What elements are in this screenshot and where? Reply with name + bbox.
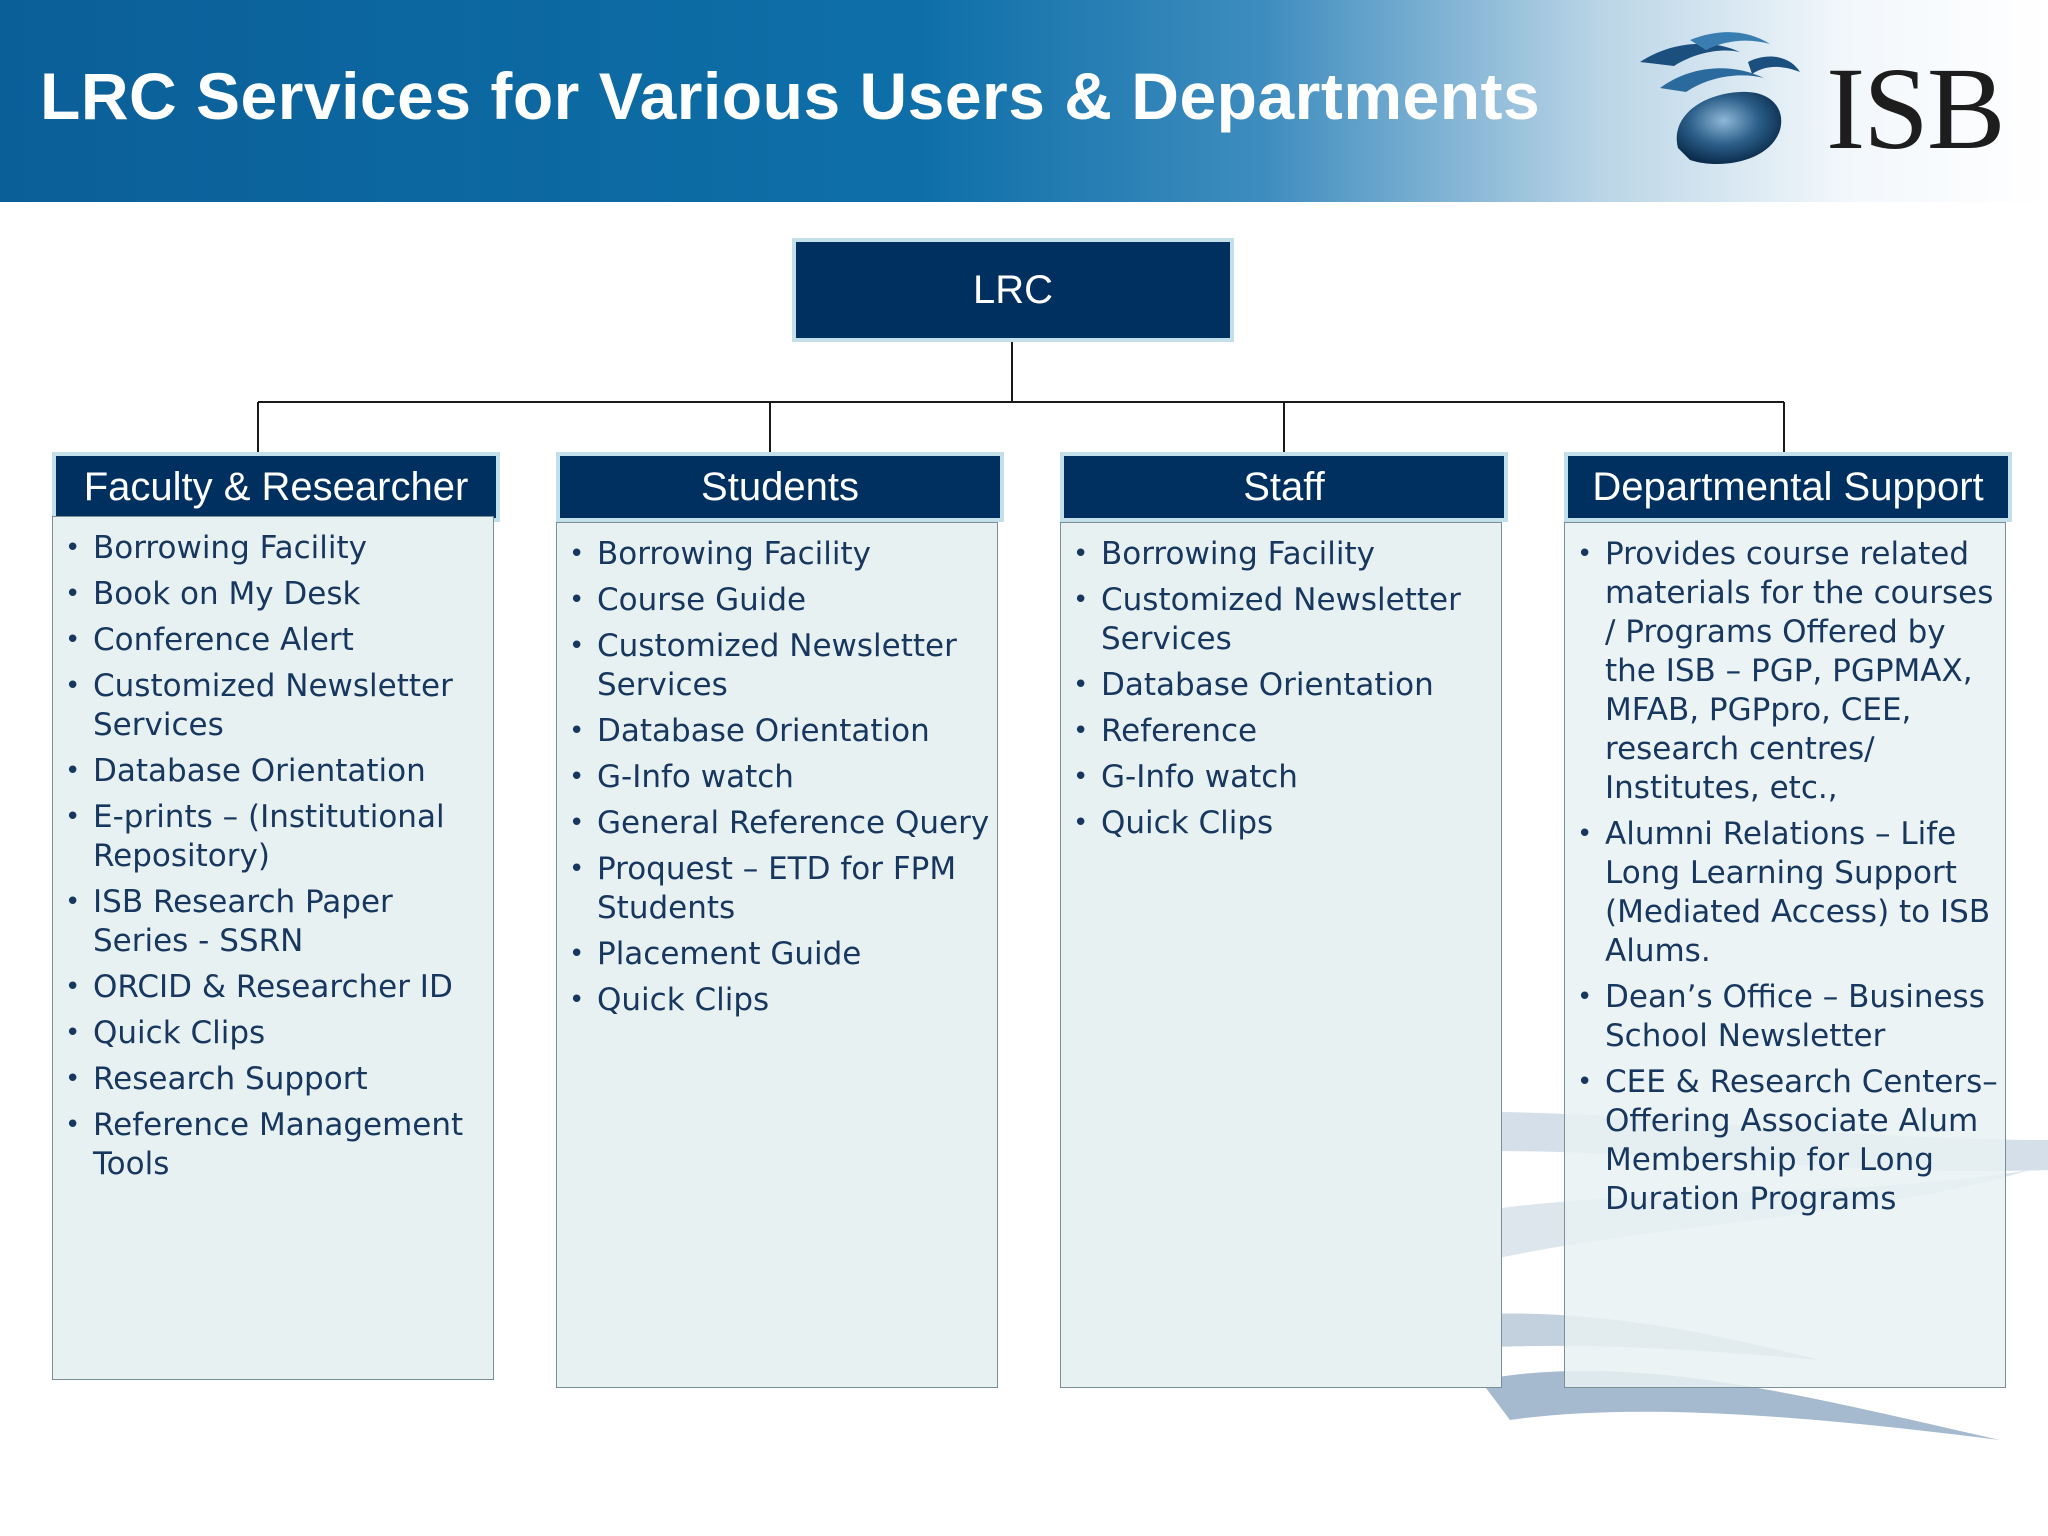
column-panel: •Borrowing Facility •Customized Newslett… — [1060, 522, 1502, 1388]
list-item: •Book on My Desk — [65, 576, 361, 612]
list-item: •Quick Clips — [1073, 805, 1274, 841]
list-item: •Quick Clips — [65, 1015, 266, 1051]
list-item: •Course Guide — [569, 582, 807, 618]
list-item: •Customized Newsletter Services — [65, 668, 453, 743]
list-item: •E-prints – (Institutional Repository) — [65, 799, 445, 874]
column-staff: Staff •Borrowing Facility •Customized Ne… — [1060, 452, 1508, 1388]
list-item: •ORCID & Researcher ID — [65, 969, 453, 1005]
column-panel: •Borrowing Facility •Book on My Desk •Co… — [52, 516, 494, 1380]
item-list: •Borrowing Facility •Customized Newslett… — [1061, 535, 1501, 850]
list-item: •ISB Research Paper Series - SSRN — [65, 884, 393, 959]
list-item: •Research Support — [65, 1061, 368, 1097]
list-item: •Placement Guide — [569, 936, 862, 972]
list-item: •Borrowing Facility — [65, 530, 367, 566]
column-heading: Students — [556, 452, 1004, 522]
list-item: •Database Orientation — [65, 753, 426, 789]
column-panel: •Borrowing Facility •Course Guide •Custo… — [556, 522, 998, 1388]
column-heading: Staff — [1060, 452, 1508, 522]
column-departmental-support: Departmental Support •Provides course re… — [1564, 452, 2012, 1388]
list-item: •Dean’s Office – Business School Newslet… — [1577, 979, 1985, 1054]
root-label: LRC — [972, 267, 1054, 312]
list-item: •Conference Alert — [65, 622, 354, 658]
column-heading: Departmental Support — [1564, 452, 2012, 522]
logo-wordmark: ISB — [1826, 43, 2006, 174]
column-heading-label: Staff — [1243, 464, 1325, 509]
list-item: •G-Info watch — [569, 759, 794, 795]
list-item: •Reference — [1073, 713, 1258, 749]
list-item: •CEE & Research Centers– Offering Associ… — [1577, 1064, 1998, 1217]
item-list: •Borrowing Facility •Course Guide •Custo… — [557, 535, 997, 1027]
list-item: •G-Info watch — [1073, 759, 1298, 795]
item-list: •Borrowing Facility •Book on My Desk •Co… — [53, 529, 493, 1191]
column-panel: •Provides course related materials for t… — [1564, 522, 2006, 1388]
column-heading: Faculty & Researcher — [52, 452, 500, 522]
isb-logo: ISB — [1630, 22, 2030, 182]
list-item: •Database Orientation — [1073, 667, 1434, 703]
slide-title: LRC Services for Various Users & Departm… — [40, 59, 1541, 133]
list-item: •Borrowing Facility — [569, 536, 871, 572]
column-students: Students •Borrowing Facility •Course Gui… — [556, 452, 1004, 1388]
list-item: •Database Orientation — [569, 713, 930, 749]
list-item: •Customized Newsletter Services — [1073, 582, 1461, 657]
column-faculty-researcher: Faculty & Researcher •Borrowing Facility… — [52, 452, 500, 1380]
list-item: •Provides course related materials for t… — [1577, 536, 1994, 806]
list-item: •Reference Management Tools — [65, 1107, 464, 1182]
header-band: LRC Services for Various Users & Departm… — [0, 0, 2048, 202]
root-node-lrc: LRC — [792, 238, 1234, 342]
list-item: •Customized Newsletter Services — [569, 628, 957, 703]
list-item: •Quick Clips — [569, 982, 770, 1018]
item-list: •Provides course related materials for t… — [1565, 535, 2005, 1226]
bird-logo-icon — [1640, 32, 1800, 165]
column-heading-label: Students — [701, 464, 859, 509]
list-item: •Borrowing Facility — [1073, 536, 1375, 572]
list-item: •Proquest – ETD for FPM Students — [569, 851, 957, 926]
column-heading-label: Departmental Support — [1592, 464, 1984, 509]
column-heading-label: Faculty & Researcher — [83, 464, 469, 509]
list-item: •Alumni Relations – Life Long Learning S… — [1577, 816, 1991, 969]
list-item: •General Reference Query — [569, 805, 990, 841]
